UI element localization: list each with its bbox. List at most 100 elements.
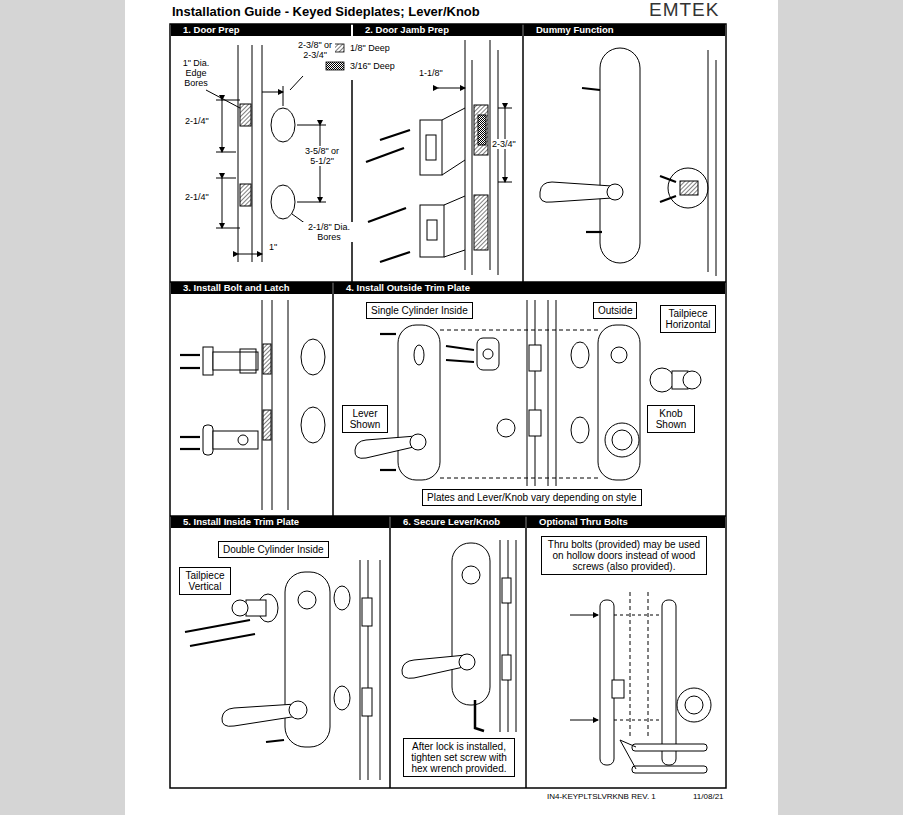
line-art (266, 740, 284, 742)
dimension: 3-5/8" or 5-1/2" (302, 146, 342, 166)
note-box: Knob Shown (647, 405, 695, 433)
line-art (497, 419, 515, 437)
line-art (571, 417, 589, 443)
line-art (222, 178, 223, 228)
line-art (216, 100, 240, 101)
line-art (271, 108, 295, 142)
line-art (442, 108, 465, 120)
line-art (380, 130, 410, 140)
line-art (240, 184, 251, 206)
line-art (355, 300, 701, 486)
dimension: 2-3/4" (491, 139, 517, 149)
line-art (420, 120, 442, 175)
line-art (334, 686, 350, 710)
note-text: Double Cylinder Inside (223, 544, 324, 555)
line-art (438, 88, 465, 89)
dimension: 1" Dia. Edge Bores (176, 58, 216, 88)
line-art (301, 339, 325, 375)
line-art (522, 24, 524, 282)
line-art (326, 62, 344, 70)
line-art (283, 86, 284, 106)
line-art (611, 347, 627, 363)
line-art (262, 300, 263, 510)
line-art (238, 45, 239, 262)
line-art (222, 100, 223, 152)
line-art (351, 80, 353, 282)
note-text: Knob Shown (652, 408, 690, 430)
line-art (368, 208, 406, 222)
line-art (452, 543, 490, 705)
line-art (170, 24, 726, 788)
legend-text: 1/8" Deep (349, 43, 391, 53)
line-art (465, 40, 466, 270)
line-art (444, 196, 465, 205)
line-art (213, 352, 258, 370)
line-art (380, 334, 474, 470)
line-art (380, 469, 396, 471)
line-art (474, 195, 488, 250)
line-art (586, 231, 602, 233)
line-art (612, 430, 632, 450)
revision-date: 11/08/21 (692, 792, 725, 801)
line-art (398, 325, 440, 480)
line-art (203, 300, 325, 510)
line-art (190, 634, 255, 646)
line-art (222, 704, 298, 726)
line-art (380, 252, 410, 262)
panel-heading: 1. Door Prep (171, 24, 351, 36)
step-panel: 5. Install Inside Trim PlateDouble Cylin… (170, 516, 390, 788)
note-text: Single Cylinder Inside (371, 305, 468, 316)
line-art (203, 425, 213, 455)
line-art (477, 338, 499, 370)
line-art (216, 152, 236, 153)
line-art (462, 566, 480, 584)
note-box: Tailpiece Horizontal (660, 305, 716, 333)
note-text: Lever Shown (347, 408, 383, 430)
line-art (490, 40, 491, 270)
line-art (614, 615, 662, 616)
line-art (668, 168, 708, 208)
note-text: Outside (598, 305, 632, 316)
note-text: Plates and Lever/Knob vary depending on … (427, 492, 637, 503)
line-art (362, 688, 372, 716)
line-art (582, 88, 600, 90)
line-art (246, 600, 266, 616)
line-art (232, 600, 248, 616)
line-art (355, 436, 418, 458)
line-art (440, 478, 598, 479)
note-box: Thru bolts (provided) may be used on hol… (541, 536, 707, 575)
line-art (662, 600, 676, 765)
line-art (483, 349, 493, 359)
line-art (527, 300, 528, 486)
line-art (683, 371, 701, 389)
line-art (289, 701, 307, 719)
dimension: 2-3/8" or 2-3/4" (295, 40, 335, 60)
line-art (540, 48, 716, 276)
line-art (185, 620, 250, 632)
line-art (708, 50, 709, 272)
line-art (410, 434, 426, 450)
step-panel: 3. Install Bolt and Latch (170, 282, 333, 516)
line-art (475, 700, 484, 731)
note-text: After lock is installed, tighten set scr… (408, 741, 510, 774)
line-art (570, 615, 598, 616)
step-panel: 6. Secure Lever/KnobAfter lock is instal… (390, 516, 526, 788)
line-art (650, 368, 674, 392)
note-box: Plates and Lever/Knob vary depending on … (422, 489, 642, 506)
line-art (529, 345, 541, 371)
line-art (203, 347, 213, 375)
note-text: Thru bolts (provided) may be used on hol… (546, 539, 702, 572)
line-art (459, 654, 475, 670)
line-art (272, 300, 273, 510)
line-art (368, 560, 369, 780)
line-art (498, 50, 499, 275)
line-art (570, 592, 711, 773)
line-art (180, 355, 200, 449)
line-art (685, 696, 703, 714)
line-art (216, 228, 240, 229)
panel-heading: 5. Install Inside Trim Plate (171, 516, 389, 528)
line-art (556, 300, 557, 486)
line-art (213, 431, 258, 449)
line-art (426, 135, 436, 160)
line-art (442, 160, 465, 175)
